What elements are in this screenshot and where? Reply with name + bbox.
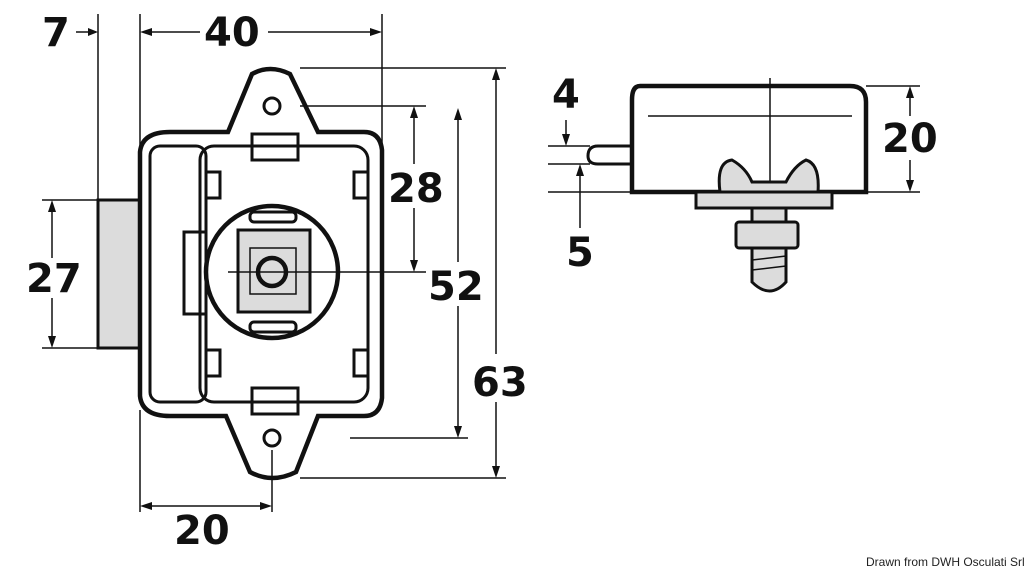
mounting-hole-bottom [262,428,282,448]
side-pin [586,144,632,166]
latch-bolt [96,198,142,350]
button-slot-bottom [248,320,298,334]
front-view [96,66,385,481]
front-dimensions: 40 7 27 20 28 52 [26,10,528,554]
dim-7: 7 [42,10,70,56]
button-square [236,228,312,314]
dim-4: 4 [552,72,580,118]
side-nut [734,220,800,250]
tab-left-top [204,170,222,200]
tab-right-top [352,170,370,200]
button-inner [249,247,297,295]
side-plate [694,190,834,210]
side-dimensions: 20 4 5 [548,72,938,276]
mounting-hole-top [262,96,282,116]
dim-20-side: 20 [882,116,938,162]
credit-text: Drawn from DWH Osculati Srl [866,555,1024,569]
door-latch [182,230,208,316]
outer-housing [137,66,385,481]
button-slot-top [248,210,298,224]
side-stem [750,206,788,224]
door-panel [148,144,208,404]
dim-40-top: 40 [204,10,260,56]
dim-28: 28 [388,166,444,212]
dim-63: 63 [472,360,528,406]
dim-27: 27 [26,256,82,302]
clip-bottom [250,386,300,416]
side-view [586,78,869,293]
tab-right-bottom [352,348,370,378]
dim-20-bottom: 20 [174,508,230,554]
dim-5: 5 [566,230,594,276]
side-knob [717,158,820,194]
dim-52: 52 [428,264,484,310]
tab-left-bottom [204,348,222,378]
inner-frame [198,144,370,404]
clip-top [250,132,300,162]
